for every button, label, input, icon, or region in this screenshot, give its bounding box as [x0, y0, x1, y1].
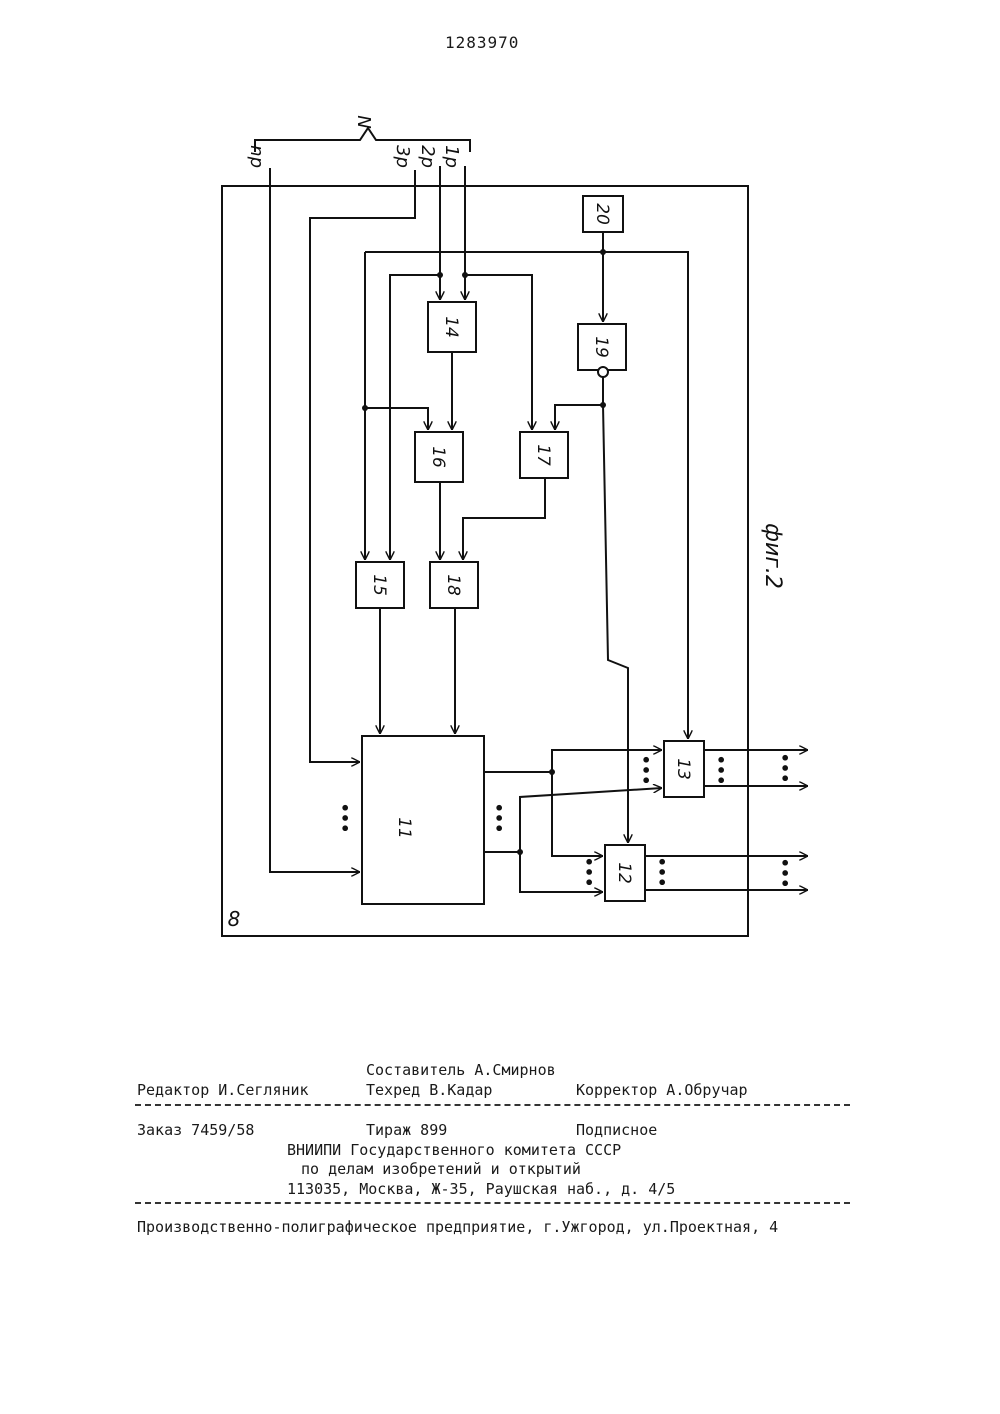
subscription: Подписное: [576, 1121, 657, 1139]
label-block-19: 19: [591, 336, 611, 358]
label-block-14: 14: [441, 316, 461, 338]
divider-1: [135, 1104, 850, 1106]
institution-line-1: ВНИИПИ Государственного комитета СССР: [287, 1141, 621, 1159]
label-block-15: 15: [369, 574, 389, 596]
printer: Производственно-полиграфическое предприя…: [137, 1218, 778, 1236]
composer: Составитель А.Смирнов: [366, 1061, 556, 1079]
label-block-20: 20: [592, 203, 612, 225]
label-block-12: 12: [614, 862, 634, 884]
ellipsis-11-out: •••: [489, 803, 508, 834]
corrector: Корректор А.Обручар: [576, 1081, 748, 1099]
order-number: Заказ 7459/58: [137, 1121, 254, 1139]
label-block-17: 17: [533, 444, 553, 466]
ellipsis-13-in: •••: [636, 755, 655, 786]
label-input-1p: 1p: [441, 145, 462, 168]
address: 113035, Москва, Ж-35, Раушская наб., д. …: [287, 1180, 675, 1198]
institution-line-2: по делам изобретений и открытий: [301, 1160, 581, 1178]
techred: Техред В.Кадар: [366, 1081, 492, 1099]
label-bus-n: N: [353, 115, 374, 128]
figure-caption: фиг.2: [760, 523, 785, 589]
ellipsis-13-right: •••: [775, 753, 794, 784]
label-frame-8: 8: [228, 907, 241, 931]
label-input-np: np: [246, 145, 267, 168]
label-input-3p: 3p: [392, 145, 413, 168]
circulation: Тираж 899: [366, 1121, 447, 1139]
label-block-16: 16: [428, 446, 448, 468]
label-block-18: 18: [443, 574, 463, 596]
ellipsis-13-out: •••: [711, 755, 730, 786]
ellipsis-12-out: •••: [652, 857, 671, 888]
editor: Редактор И.Сегляник: [137, 1081, 309, 1099]
label-block-11: 11: [394, 817, 414, 839]
label-input-2p: 2p: [417, 145, 438, 168]
block-diagram: 20 14 19 16 17 15 18 11 12 13 np 3p 2p 1…: [0, 0, 1000, 1000]
ellipsis-12-right: •••: [775, 858, 794, 889]
ellipsis-12-in: •••: [579, 857, 598, 888]
block-11: [362, 736, 484, 904]
divider-2: [135, 1202, 850, 1204]
label-block-13: 13: [673, 758, 693, 780]
ellipsis-11-in: •••: [335, 803, 354, 834]
